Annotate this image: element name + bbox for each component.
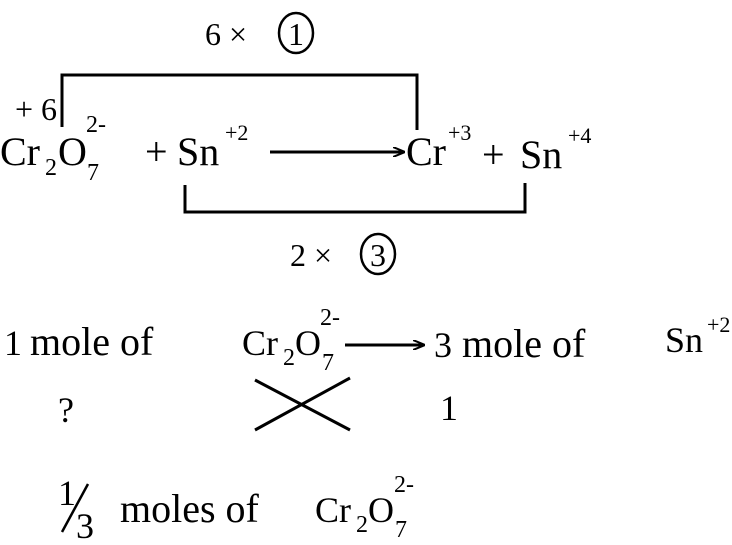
- bottom-circled-number: 3: [370, 237, 386, 273]
- formula-cr: Cr: [242, 323, 278, 363]
- given-value: 1: [440, 388, 458, 428]
- cross-multiply-lines: [254, 376, 351, 432]
- top-electron-bracket: [60, 73, 419, 130]
- result-text: moles of: [120, 486, 260, 531]
- oxidation-state-label: + 6: [15, 91, 57, 127]
- plus-sign: +: [482, 132, 505, 177]
- ratio-tin-charge: +2: [707, 312, 730, 337]
- chromium-product: Cr: [406, 129, 446, 174]
- ratio-right-count: 3: [434, 325, 452, 365]
- tin-reactant-charge: +2: [225, 120, 248, 145]
- dichromate-formula: Cr 2 O 7 2-: [0, 112, 106, 186]
- tin-product: Sn: [520, 132, 562, 177]
- dichromate-formula: Cr 2 O 7 2-: [242, 305, 340, 376]
- dichromate-formula: Cr 2 O 7 2-: [315, 472, 414, 543]
- formula-charge: 2-: [394, 472, 414, 498]
- ratio-left-text: mole of: [30, 319, 154, 364]
- top-circle: [277, 11, 315, 55]
- formula-sub: 2: [283, 345, 295, 371]
- bottom-factor-label: 2 ×: [290, 237, 332, 273]
- ratio-tin: Sn: [665, 320, 703, 360]
- formula-o: O: [295, 323, 321, 363]
- formula-cr: Cr: [315, 490, 351, 530]
- formula-o: O: [368, 490, 394, 530]
- ratio-right-text: mole of: [462, 321, 586, 366]
- formula-charge: 2-: [320, 305, 340, 331]
- formula-o: O: [58, 129, 87, 174]
- unknown-mark: ?: [58, 390, 74, 430]
- tin-reactant: Sn: [177, 129, 219, 174]
- top-circled-number: 1: [288, 16, 304, 52]
- bottom-electron-bracket: [183, 183, 527, 214]
- formula-sub: 7: [395, 517, 407, 543]
- bottom-circle: [359, 232, 397, 276]
- ratio-left-count: 1: [4, 323, 22, 363]
- chromium-product-charge: +3: [448, 120, 471, 145]
- result-numerator: 1: [58, 473, 76, 513]
- formula-sub: 7: [87, 160, 99, 186]
- formula-sub: 2: [45, 155, 57, 181]
- plus-sign: +: [145, 129, 168, 174]
- tin-product-charge: +4: [568, 123, 591, 148]
- formula-charge: 2-: [86, 112, 106, 138]
- formula-sub: 7: [322, 350, 334, 376]
- formula-cr: Cr: [0, 129, 40, 174]
- result-denominator: 3: [76, 506, 94, 545]
- formula-sub: 2: [356, 512, 368, 538]
- top-factor-label: 6 ×: [205, 16, 247, 52]
- fraction-slash: [60, 483, 90, 533]
